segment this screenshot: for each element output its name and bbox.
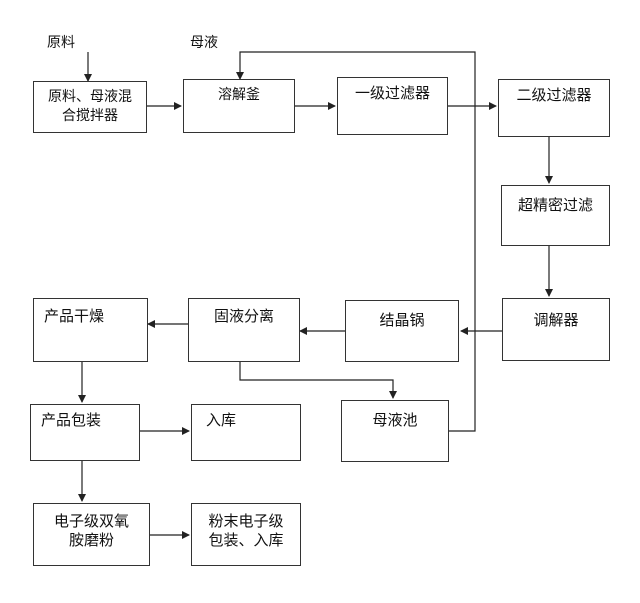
filter1-box: 一级过滤器 xyxy=(337,77,448,135)
mixer-label-line2: 合搅拌器 xyxy=(62,108,118,124)
dissolver-box: 溶解釜 xyxy=(183,79,295,133)
powder-pack-label-line1: 粉末电子级 xyxy=(208,512,284,530)
dissolver-label: 溶解釜 xyxy=(218,87,260,103)
powder-pack-box: 粉末电子级 包装、入库 xyxy=(191,503,301,566)
mixer-box: 原料、母液混 合搅拌器 xyxy=(33,81,147,133)
storage-label: 入库 xyxy=(206,411,237,429)
drying-box: 产品干燥 xyxy=(33,298,148,362)
mixer-label-line1: 原料、母液混 xyxy=(48,89,132,105)
packaging-box: 产品包装 xyxy=(30,404,140,461)
crystallizer-box: 结晶锅 xyxy=(345,300,459,362)
separation-box: 固液分离 xyxy=(188,298,300,362)
filter2-label: 二级过滤器 xyxy=(516,86,592,104)
separation-label: 固液分离 xyxy=(213,307,274,325)
crystallizer-label: 结晶锅 xyxy=(379,311,425,329)
raw-material-label: 原料 xyxy=(47,35,75,51)
mother-pool-label: 母液池 xyxy=(372,411,418,429)
ultrafilter-label: 超精密过滤 xyxy=(517,196,593,214)
edad-label-line1: 电子级双氧 xyxy=(53,512,129,530)
powder-pack-label-line2: 包装、入库 xyxy=(208,531,284,549)
edad-box: 电子级双氧 胺磨粉 xyxy=(33,503,150,566)
adjuster-box: 调解器 xyxy=(502,298,610,361)
edad-label-line2: 胺磨粉 xyxy=(68,531,114,549)
filter1-label: 一级过滤器 xyxy=(354,84,430,102)
arrow-separation-to-motherpool xyxy=(239,362,397,399)
adjuster-label: 调解器 xyxy=(533,311,579,329)
drying-label: 产品干燥 xyxy=(44,307,105,325)
packaging-label: 产品包装 xyxy=(41,411,102,429)
storage-box: 入库 xyxy=(191,404,301,461)
mother-liquor-label: 母液 xyxy=(190,35,218,51)
ultrafilter-box: 超精密过滤 xyxy=(501,185,610,246)
arrow-motherpool-recycle xyxy=(236,51,476,432)
filter2-box: 二级过滤器 xyxy=(498,79,610,137)
mother-pool-box: 母液池 xyxy=(341,400,449,462)
